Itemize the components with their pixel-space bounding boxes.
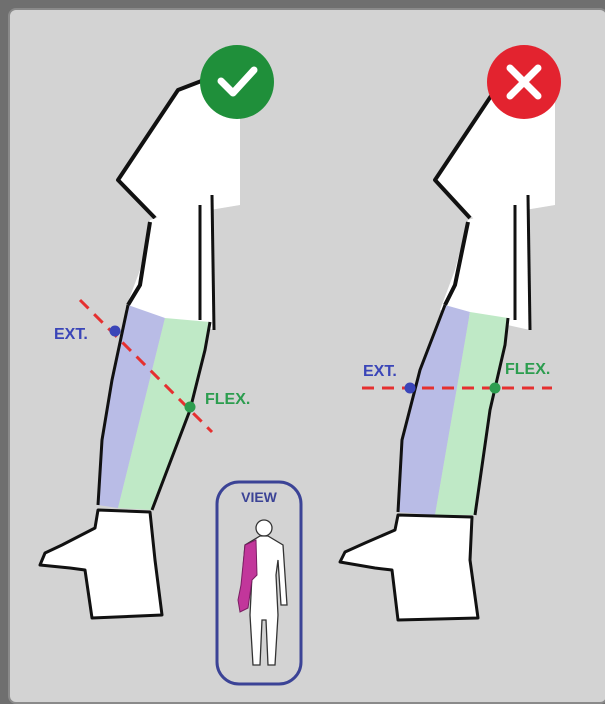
view-label: VIEW	[241, 489, 278, 505]
incorrect-hand	[340, 515, 478, 620]
correct-badge	[200, 45, 274, 119]
incorrect-ext-label: EXT.	[363, 363, 397, 380]
correct-flex-point	[185, 402, 196, 413]
view-badge: VIEW	[217, 482, 301, 684]
correct-flex-label: FLEX.	[205, 391, 250, 408]
correct-hand	[40, 510, 162, 618]
correct-ext-point	[110, 326, 121, 337]
incorrect-flex-label: FLEX.	[505, 361, 550, 378]
incorrect-flex-point	[490, 383, 501, 394]
incorrect-arm: EXT. FLEX.	[340, 70, 555, 620]
incorrect-badge	[487, 45, 561, 119]
correct-ext-label: EXT.	[54, 326, 88, 343]
incorrect-ext-point	[405, 383, 416, 394]
